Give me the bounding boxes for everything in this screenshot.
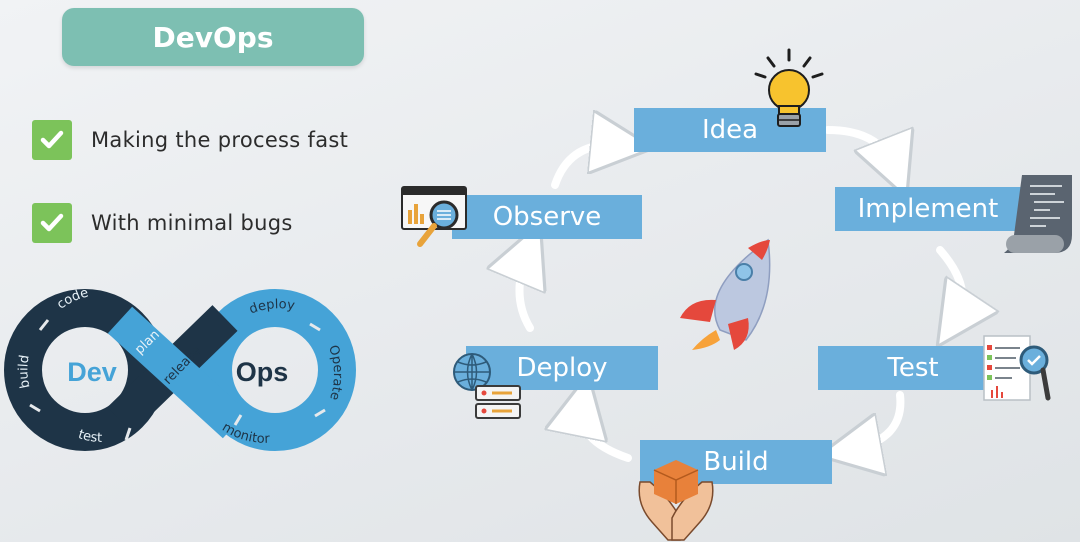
server-globe-icon bbox=[453, 353, 521, 419]
analytics-magnifier-icon bbox=[401, 186, 467, 247]
checkmark-icon bbox=[32, 203, 72, 243]
arrow-deploy-to-observe bbox=[519, 252, 530, 332]
ops-loop bbox=[194, 289, 356, 451]
package-hands-icon bbox=[638, 460, 714, 541]
checklist-magnifier-icon bbox=[983, 335, 1051, 401]
arrow-idea-to-implement bbox=[824, 126, 895, 168]
stage-implement: Implement bbox=[835, 187, 1021, 231]
checklist-item: With minimal bugs bbox=[32, 202, 293, 244]
checklist-label: With minimal bugs bbox=[91, 211, 293, 235]
arrow-test-to-build bbox=[850, 391, 905, 450]
stage-deploy-label: Deploy bbox=[516, 353, 608, 383]
rocket-icon bbox=[680, 238, 771, 350]
lightbulb-icon bbox=[754, 48, 824, 127]
checklist-item: Making the process fast bbox=[32, 119, 348, 161]
stage-observe-label: Observe bbox=[492, 202, 602, 232]
release-band bbox=[107, 306, 248, 439]
checkmark-icon bbox=[32, 120, 72, 160]
stage-observe: Observe bbox=[452, 195, 642, 239]
dev-label: Dev bbox=[67, 357, 117, 387]
checklist-label: Making the process fast bbox=[91, 128, 349, 152]
arrow-build-to-deploy bbox=[581, 405, 632, 462]
stage-idea-label: Idea bbox=[701, 115, 759, 145]
page-title-text: DevOps bbox=[152, 20, 274, 54]
stage-implement-label: Implement bbox=[857, 194, 999, 224]
loop-label-deploy: deploy bbox=[247, 297, 296, 317]
loop-label-test: test bbox=[76, 427, 102, 446]
stage-deploy: Deploy bbox=[466, 346, 658, 390]
stage-test: Test bbox=[818, 346, 1008, 390]
stage-build-label: Build bbox=[703, 447, 769, 477]
arrow-implement-to-test bbox=[940, 246, 962, 320]
arrow-observe-to-idea bbox=[551, 145, 622, 189]
page-title: DevOps bbox=[62, 8, 364, 66]
stage-test-label: Test bbox=[887, 353, 939, 383]
code-document-icon bbox=[1004, 175, 1072, 253]
ops-label: Ops bbox=[236, 357, 289, 387]
